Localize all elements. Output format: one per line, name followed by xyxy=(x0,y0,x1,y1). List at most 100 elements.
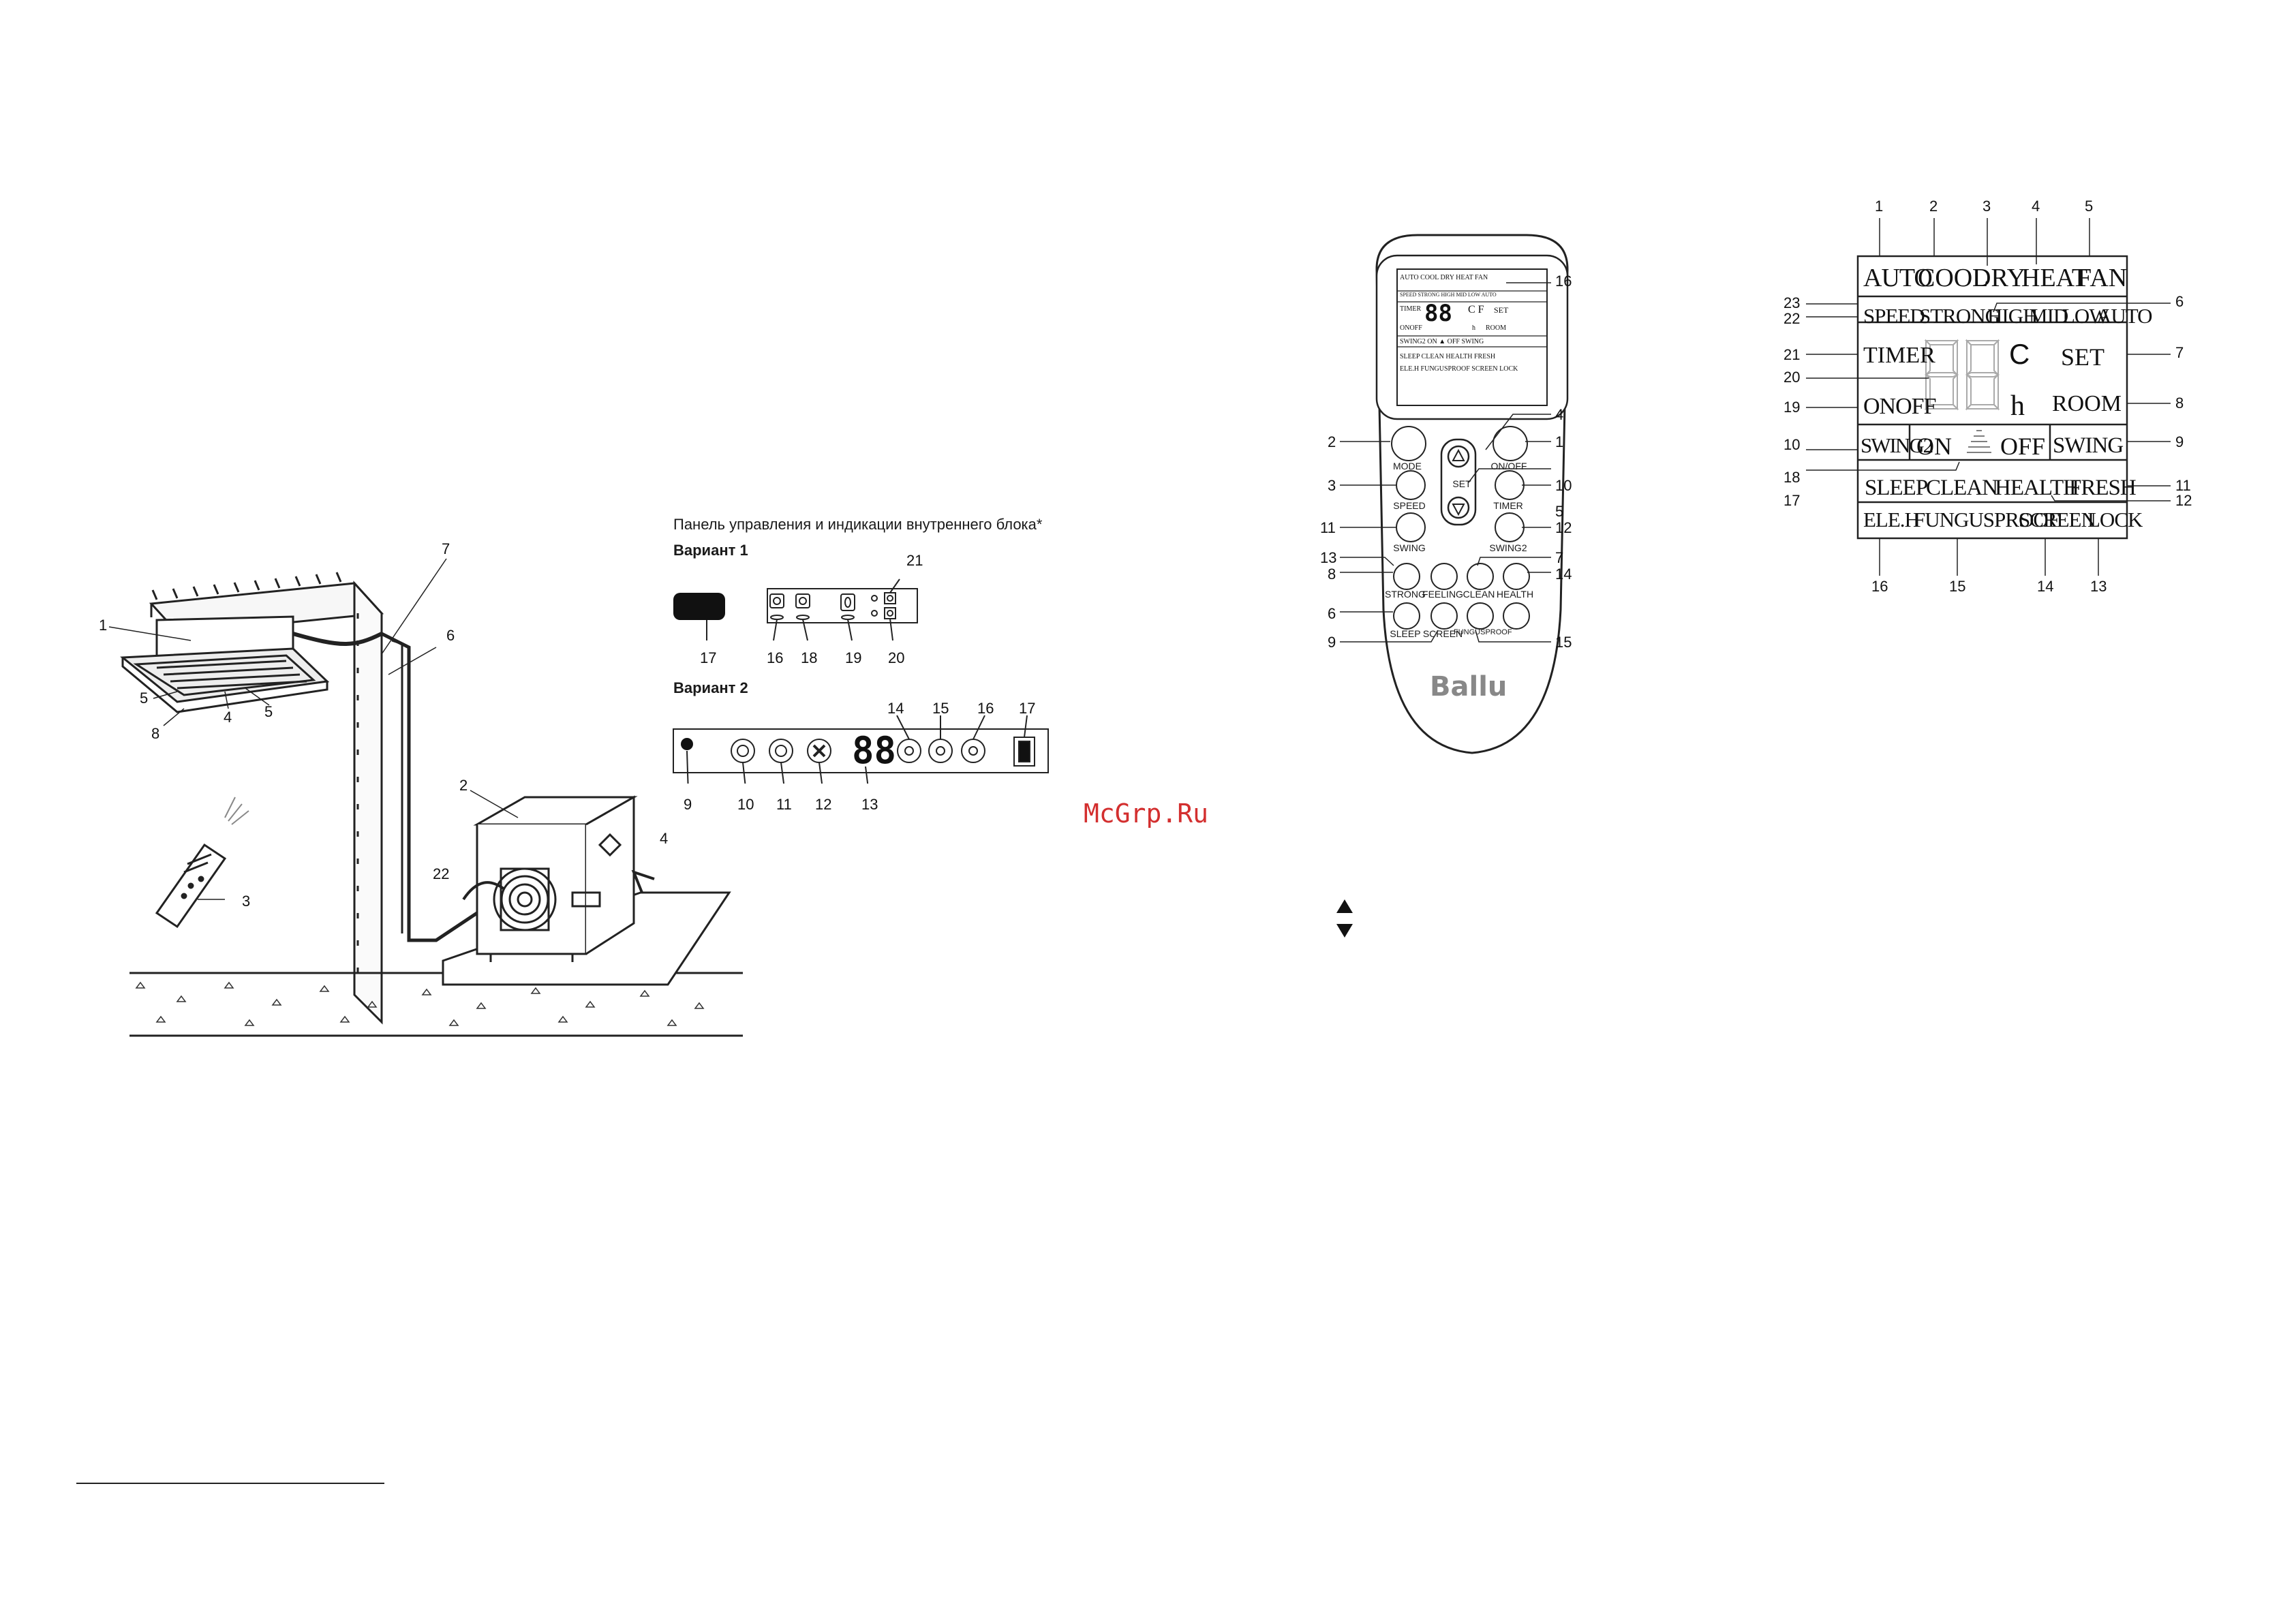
clean-label: CLEAN xyxy=(1463,589,1495,600)
lcd-fungusproof: FUNGUSPROOF xyxy=(1914,508,2060,531)
lcd-callout: 9 xyxy=(2175,433,2184,450)
remote-lcd-row4: SWING2 ON ▲ OFF SWING xyxy=(1400,338,1484,345)
variant2-label: Вариант 2 xyxy=(673,679,748,696)
fungusproof-button[interactable] xyxy=(1467,602,1494,630)
lcd-mid: MID xyxy=(2029,304,2068,328)
lcd-callout: 10 xyxy=(1784,436,1801,453)
panel-variants-drawing xyxy=(673,578,1049,784)
panel-callout: 11 xyxy=(776,796,792,813)
install-callout: 2 xyxy=(459,777,468,794)
remote-lcd-cf: C F xyxy=(1468,304,1484,315)
strong-button[interactable] xyxy=(1393,563,1420,590)
panel-title: Панель управления и индикации внутреннег… xyxy=(673,516,1043,533)
feeling-button[interactable] xyxy=(1430,563,1458,590)
lcd-eleh: ELE.H xyxy=(1863,508,1920,531)
variant1-receiver xyxy=(673,593,725,620)
remote-callout: 10 xyxy=(1555,477,1572,494)
remote-lcd-room: ROOM xyxy=(1486,324,1507,332)
extra-button[interactable] xyxy=(1503,602,1530,630)
onoff-button[interactable] xyxy=(1493,426,1528,461)
remote-lcd-timer: TIMER xyxy=(1400,305,1422,313)
lcd-strong: STRONG xyxy=(1919,304,2000,328)
lcd-swing2: SWING2 xyxy=(1861,433,1933,457)
swing-label: SWING xyxy=(1393,542,1426,553)
lcd-onoff: ONOFF xyxy=(1863,394,1936,419)
remote-callout: 7 xyxy=(1555,549,1564,566)
install-callout: 4 xyxy=(660,830,669,847)
remote-callout: 5 xyxy=(1555,503,1564,520)
install-callout: 1 xyxy=(99,617,108,634)
lcd-callout: 20 xyxy=(1784,369,1801,386)
swing2-label: SWING2 xyxy=(1489,542,1527,553)
lcd-dry: DRY xyxy=(1972,264,2026,292)
lcd-callout: 17 xyxy=(1784,492,1801,509)
swing2-button[interactable] xyxy=(1495,512,1525,542)
lcd-callout: 15 xyxy=(1949,578,1966,595)
install-callout: 3 xyxy=(242,893,251,910)
lcd-off: OFF xyxy=(2000,433,2046,460)
brand-logo: Ballu xyxy=(1430,671,1507,702)
timer-button[interactable] xyxy=(1495,470,1525,500)
variant2-panel xyxy=(673,728,1049,773)
remote-lcd-row6: ELE.H FUNGUSPROOF SCREEN LOCK xyxy=(1400,365,1518,373)
footnote-rule xyxy=(76,1483,384,1484)
remote-callout: 14 xyxy=(1555,566,1572,583)
lcd-health: HEALTH xyxy=(1995,476,2079,500)
up-down-arrows-icon xyxy=(1336,899,1353,938)
install-callout: 22 xyxy=(433,865,450,882)
remote-callout: 16 xyxy=(1555,273,1572,290)
lcd-swing: SWING xyxy=(2053,433,2124,458)
lcd-auto: AUTO xyxy=(1863,264,1933,292)
panel-callout: 16 xyxy=(977,700,994,717)
lcd-low: LOW xyxy=(2062,304,2109,328)
remote-callout: 13 xyxy=(1320,549,1337,566)
variant2-display: 88 xyxy=(852,729,897,772)
health-label: HEALTH xyxy=(1496,589,1534,600)
remote-lcd-h: h xyxy=(1472,324,1475,332)
remote-callout: 2 xyxy=(1328,433,1336,450)
clean-button[interactable] xyxy=(1467,563,1494,590)
install-callout: 5 xyxy=(264,703,273,720)
lcd-callout: 3 xyxy=(1983,198,1991,215)
panel-callout: 13 xyxy=(861,796,878,813)
variant1-label: Вариант 1 xyxy=(673,542,748,559)
remote-callout: 4 xyxy=(1555,406,1564,423)
lcd-cool: COOL xyxy=(1918,264,1989,292)
lcd-callout: 6 xyxy=(2175,293,2184,310)
lcd-callout: 12 xyxy=(2175,492,2192,509)
panel-callout: 17 xyxy=(700,649,717,666)
lcd-callout: 23 xyxy=(1784,294,1801,311)
lcd-callout: 22 xyxy=(1784,310,1801,327)
install-callout: 8 xyxy=(151,725,160,742)
remote-leaders xyxy=(1340,282,1551,643)
health-button[interactable] xyxy=(1503,563,1530,590)
lcd-callout: 18 xyxy=(1784,469,1801,486)
install-callout: 7 xyxy=(442,540,450,557)
speed-button[interactable] xyxy=(1396,470,1426,500)
screen-button[interactable] xyxy=(1430,602,1458,630)
lcd-auto-speed: AUTO xyxy=(2096,304,2153,328)
lcd-on: ON xyxy=(1916,433,1952,460)
lcd-callout: 4 xyxy=(2032,198,2040,215)
sleep-button[interactable] xyxy=(1393,602,1420,630)
panel-callout: 21 xyxy=(906,552,923,569)
lcd-screen: SCREEN xyxy=(2019,508,2096,531)
mode-label: MODE xyxy=(1393,461,1422,472)
lcd-callout: 19 xyxy=(1784,399,1801,416)
remote-callout: 1 xyxy=(1555,433,1564,450)
install-callout: 6 xyxy=(446,627,455,644)
remote-callout: 12 xyxy=(1555,519,1572,536)
lcd-lock: LOCK xyxy=(2087,508,2143,531)
lcd-callout: 5 xyxy=(2085,198,2094,215)
mode-button[interactable] xyxy=(1391,426,1426,461)
remote-callout: 15 xyxy=(1555,634,1572,651)
speed-label: SPEED xyxy=(1393,500,1426,511)
panel-callout: 20 xyxy=(888,649,905,666)
remote-callout: 3 xyxy=(1328,477,1336,494)
remote-callout: 6 xyxy=(1328,605,1336,622)
panel-callout: 10 xyxy=(737,796,754,813)
remote-lcd-onoff: ONOFF xyxy=(1400,324,1422,332)
lcd-callout: 16 xyxy=(1871,578,1888,595)
swing-button[interactable] xyxy=(1396,512,1426,542)
